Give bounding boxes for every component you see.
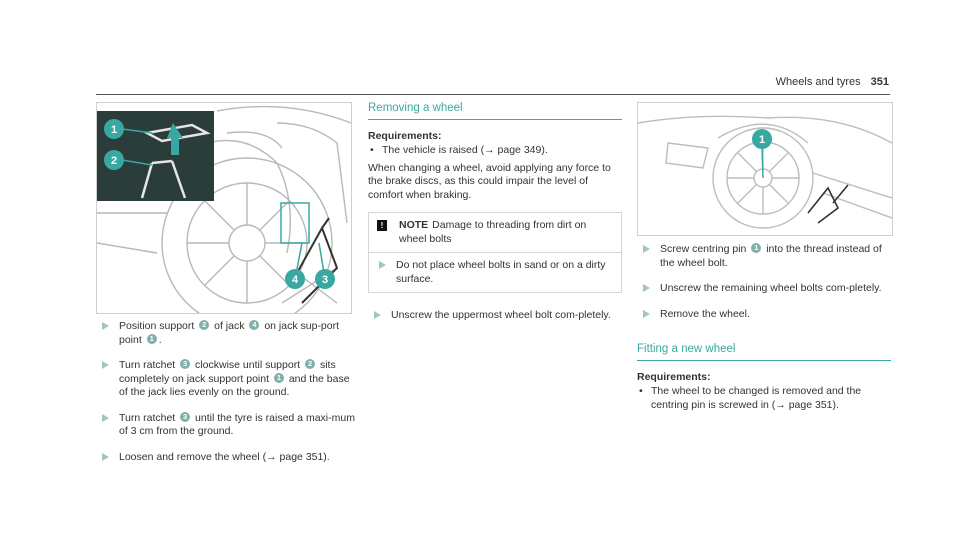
wheel-drawing: 1 bbox=[638, 115, 892, 229]
section-name: Wheels and tyres bbox=[775, 76, 861, 88]
page-number: 351 bbox=[870, 76, 889, 88]
requirements-label: Requirements: bbox=[637, 370, 711, 383]
step-arrow-icon bbox=[102, 452, 109, 461]
header-rule bbox=[96, 94, 890, 95]
wheel-illustration: 1 bbox=[637, 102, 893, 236]
step-arrow-icon bbox=[102, 322, 109, 330]
svg-text:1: 1 bbox=[111, 124, 117, 136]
note-step: Do not place wheel bolts in sand or on a… bbox=[369, 253, 621, 292]
step-arrow-icon bbox=[102, 413, 109, 422]
removing-wheel-section: Removing a wheel Requirements: •The vehi… bbox=[368, 102, 622, 323]
step-arrow-icon bbox=[643, 309, 650, 318]
badge: 2 bbox=[199, 320, 210, 331]
badge: 1 bbox=[751, 243, 762, 254]
jack-steps: Position support 2 of jack 4 on jack sup… bbox=[96, 320, 356, 464]
jack-illustration: 1 2 4 3 bbox=[96, 102, 352, 314]
warning-icon: ! bbox=[377, 220, 387, 231]
page-header: Wheels and tyres 351 bbox=[776, 76, 889, 88]
paragraph: When changing a wheel, avoid applying an… bbox=[368, 161, 611, 201]
badge: 1 bbox=[273, 372, 284, 383]
step-arrow-icon bbox=[643, 245, 650, 253]
callout-4: 4 bbox=[285, 269, 305, 289]
section-title: Removing a wheel bbox=[368, 102, 622, 120]
callout-3: 3 bbox=[315, 269, 335, 289]
section-title: Fitting a new wheel bbox=[637, 343, 891, 361]
badge: 1 bbox=[146, 333, 157, 344]
badge: 3 bbox=[180, 359, 191, 370]
svg-text:1: 1 bbox=[759, 134, 765, 146]
note-text: Damage to threading from dirt on wheel b… bbox=[399, 219, 587, 245]
callout-1: 1 bbox=[752, 129, 772, 149]
svg-text:4: 4 bbox=[292, 274, 299, 286]
jack-drawing: 1 2 4 3 bbox=[97, 105, 351, 313]
divider bbox=[369, 252, 621, 253]
requirement-item: •The vehicle is raised (→ page 349). bbox=[370, 144, 548, 156]
step-unscrew-remaining: Unscrew the remaining wheel bolts com-pl… bbox=[637, 282, 891, 296]
step-raise-tyre: Turn ratchet 3 until the tyre is raised … bbox=[96, 412, 356, 439]
step-arrow-icon bbox=[102, 361, 109, 369]
callout-2: 2 bbox=[104, 150, 124, 170]
step-screw-centring-pin: Screw centring pin 1 into the thread ins… bbox=[637, 243, 891, 270]
requirements-label: Requirements: bbox=[368, 129, 442, 142]
badge: 4 bbox=[249, 320, 260, 331]
requirement-item: •The wheel to be changed is removed and … bbox=[639, 385, 862, 411]
svg-text:2: 2 bbox=[111, 155, 117, 167]
step-position-support: Position support 2 of jack 4 on jack sup… bbox=[96, 320, 356, 347]
badge: 3 bbox=[180, 411, 191, 422]
svg-text:3: 3 bbox=[322, 274, 328, 286]
step-arrow-icon bbox=[374, 311, 381, 319]
wheel-removal-steps: Screw centring pin 1 into the thread ins… bbox=[637, 243, 891, 412]
note-label: NOTE bbox=[399, 219, 429, 231]
step-arrow-icon bbox=[643, 284, 650, 292]
step-remove-wheel: Remove the wheel. bbox=[637, 308, 891, 322]
callout-1: 1 bbox=[104, 119, 124, 139]
step-unscrew-uppermost: Unscrew the uppermost wheel bolt com-ple… bbox=[368, 309, 622, 323]
step-loosen-wheel: Loosen and remove the wheel (→ page 351)… bbox=[96, 451, 356, 465]
badge: 2 bbox=[305, 359, 316, 370]
step-turn-ratchet-clockwise: Turn ratchet 3 clockwise until support 2… bbox=[96, 359, 356, 400]
step-arrow-icon bbox=[379, 261, 386, 269]
